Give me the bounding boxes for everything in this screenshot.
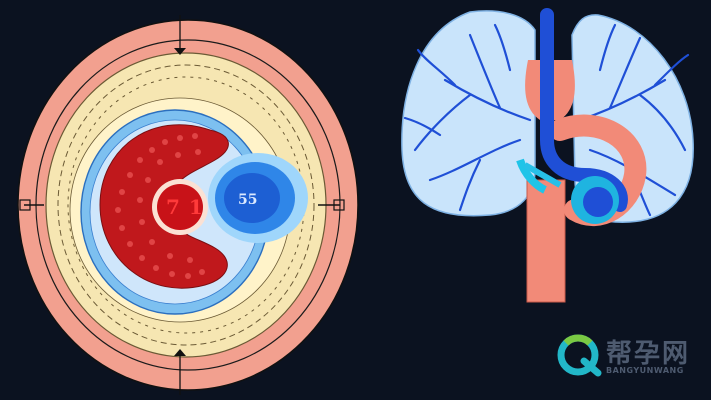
lungs-diagram [401, 8, 694, 303]
inner-circle-label: 7 1 [166, 195, 204, 219]
watermark-text-cn: 帮孕网 [606, 339, 691, 369]
blue-blob-label: 55 [238, 192, 257, 208]
left-lung [401, 10, 536, 217]
main-vessel [540, 8, 628, 212]
artery [526, 179, 566, 303]
watermark: 帮孕网 BANGYUNWANG [556, 333, 706, 393]
watermark-text-en: BANGYUNWANG [606, 366, 684, 375]
inner-circle [157, 184, 203, 230]
cross-section-diagram: 55 7 1 [17, 15, 359, 395]
q-logo-icon [557, 334, 602, 377]
